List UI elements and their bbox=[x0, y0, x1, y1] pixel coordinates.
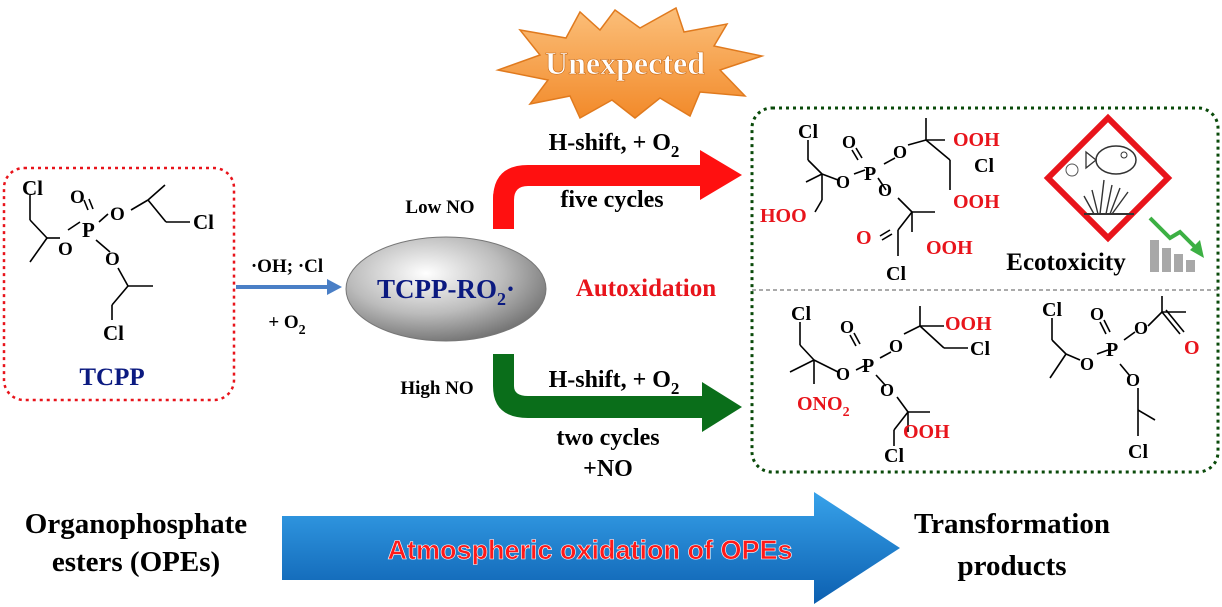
products-box bbox=[750, 106, 1220, 474]
product-top-cl1: Cl bbox=[798, 121, 818, 143]
low-no-step: H-shift, + O2 bbox=[549, 130, 680, 161]
product-top-ooh1: OOH bbox=[953, 129, 1000, 151]
product-bl-o-dbl: O bbox=[840, 317, 854, 337]
tcpp-atom-o-right: O bbox=[110, 204, 125, 225]
product-bl-o3: O bbox=[880, 380, 894, 400]
product-top-o2: O bbox=[893, 142, 907, 162]
product-br-p: P bbox=[1106, 339, 1118, 361]
intermediate-ellipse: TCPP-RO2· bbox=[345, 236, 547, 342]
bottom-right-line1: Transformation bbox=[914, 508, 1110, 540]
product-top-cl3: Cl bbox=[886, 263, 906, 285]
bottom-left-line1: Organophosphate bbox=[25, 508, 248, 540]
product-br-cl1: Cl bbox=[1042, 299, 1062, 321]
product-bl-o1: O bbox=[836, 364, 850, 384]
product-top-o3: O bbox=[878, 180, 892, 200]
product-top-o-dbl: O bbox=[842, 132, 856, 152]
tcpp-atom-o-left: O bbox=[58, 239, 73, 260]
reagent-arrow bbox=[236, 279, 342, 295]
product-top-o-carbonyl: O bbox=[856, 227, 872, 249]
product-br-o-dbl: O bbox=[1090, 304, 1104, 324]
big-blue-arrow: Atmospheric oxidation of OPEs bbox=[282, 492, 900, 604]
hazard-pictogram-icon bbox=[1043, 113, 1173, 243]
tcpp-box: Cl O P O Cl O O Cl TCPP bbox=[2, 166, 236, 402]
product-br-o-carbonyl: O bbox=[1184, 337, 1200, 359]
product-bl-ono2: ONO2 bbox=[797, 393, 850, 420]
low-no-arrow bbox=[493, 150, 742, 229]
product-br-cl2: Cl bbox=[1128, 441, 1148, 463]
ecotoxicity-label: Ecotoxicity bbox=[1006, 249, 1126, 276]
low-no-cycles: five cycles bbox=[560, 187, 663, 213]
tcpp-atom-p: P bbox=[82, 218, 95, 242]
autoxidation-label: Autoxidation bbox=[576, 275, 716, 302]
intermediate-label: TCPP-RO2· bbox=[377, 274, 515, 309]
product-top-o1: O bbox=[836, 172, 850, 192]
tcpp-atom-cl-bottom: Cl bbox=[103, 321, 124, 345]
product-bl-cl1: Cl bbox=[791, 303, 811, 325]
product-bl-structure: Cl O P O O O OOH Cl ONO2 OOH Cl bbox=[789, 303, 992, 467]
product-bl-o2: O bbox=[889, 336, 903, 356]
product-bl-cl2: Cl bbox=[970, 338, 990, 360]
tcpp-atom-cl-right: Cl bbox=[193, 210, 214, 234]
tcpp-box-border bbox=[2, 166, 236, 402]
product-bl-ooh1: OOH bbox=[945, 313, 992, 335]
burst-shape bbox=[495, 6, 765, 120]
product-top-hoo: HOO bbox=[760, 205, 807, 227]
reagent-oxygen: + O2 bbox=[268, 312, 305, 338]
products-box-border bbox=[750, 106, 1220, 474]
tcpp-atom-o-bottom: O bbox=[105, 249, 120, 270]
high-no-step: H-shift, + O2 bbox=[549, 367, 680, 398]
product-top-structure: Cl O P O O O OOH Cl OOH HOO O OOH Cl bbox=[760, 118, 1000, 285]
dead-tree-icon bbox=[1083, 179, 1134, 215]
reagent-radicals: ·OH; ·Cl bbox=[251, 256, 323, 277]
product-top-ooh2: OOH bbox=[953, 191, 1000, 213]
product-bl-p: P bbox=[862, 355, 874, 377]
unexpected-burst: Unexpected bbox=[495, 6, 765, 120]
high-no-extra: +NO bbox=[583, 456, 633, 482]
low-no-condition: Low NO bbox=[405, 197, 474, 218]
big-arrow-label: Atmospheric oxidation of OPEs bbox=[387, 535, 792, 565]
product-br-structure: Cl O P O O O O Cl bbox=[1042, 296, 1200, 463]
product-br-o1: O bbox=[1080, 354, 1094, 374]
product-top-ooh3: OOH bbox=[926, 237, 973, 259]
product-br-o2: O bbox=[1134, 318, 1148, 338]
tcpp-atom-cl-top: Cl bbox=[22, 176, 43, 200]
high-no-cycles: two cycles bbox=[556, 425, 659, 451]
tcpp-structure bbox=[29, 184, 190, 320]
bird-icon bbox=[1065, 163, 1079, 177]
product-br-o3: O bbox=[1126, 370, 1140, 390]
declining-chart-icon bbox=[1148, 216, 1204, 272]
bottom-left-line2: esters (OPEs) bbox=[52, 546, 220, 578]
bottom-right-line2: products bbox=[957, 550, 1066, 582]
burst-label: Unexpected bbox=[545, 45, 705, 81]
tcpp-atom-o-double: O bbox=[70, 187, 85, 208]
product-top-cl2: Cl bbox=[974, 155, 994, 177]
product-bl-cl3: Cl bbox=[884, 445, 904, 467]
tcpp-label: TCPP bbox=[79, 364, 144, 391]
high-no-arrow bbox=[493, 354, 742, 432]
product-top-p: P bbox=[864, 163, 876, 185]
high-no-condition: High NO bbox=[400, 378, 473, 399]
product-bl-ooh2: OOH bbox=[903, 421, 950, 443]
